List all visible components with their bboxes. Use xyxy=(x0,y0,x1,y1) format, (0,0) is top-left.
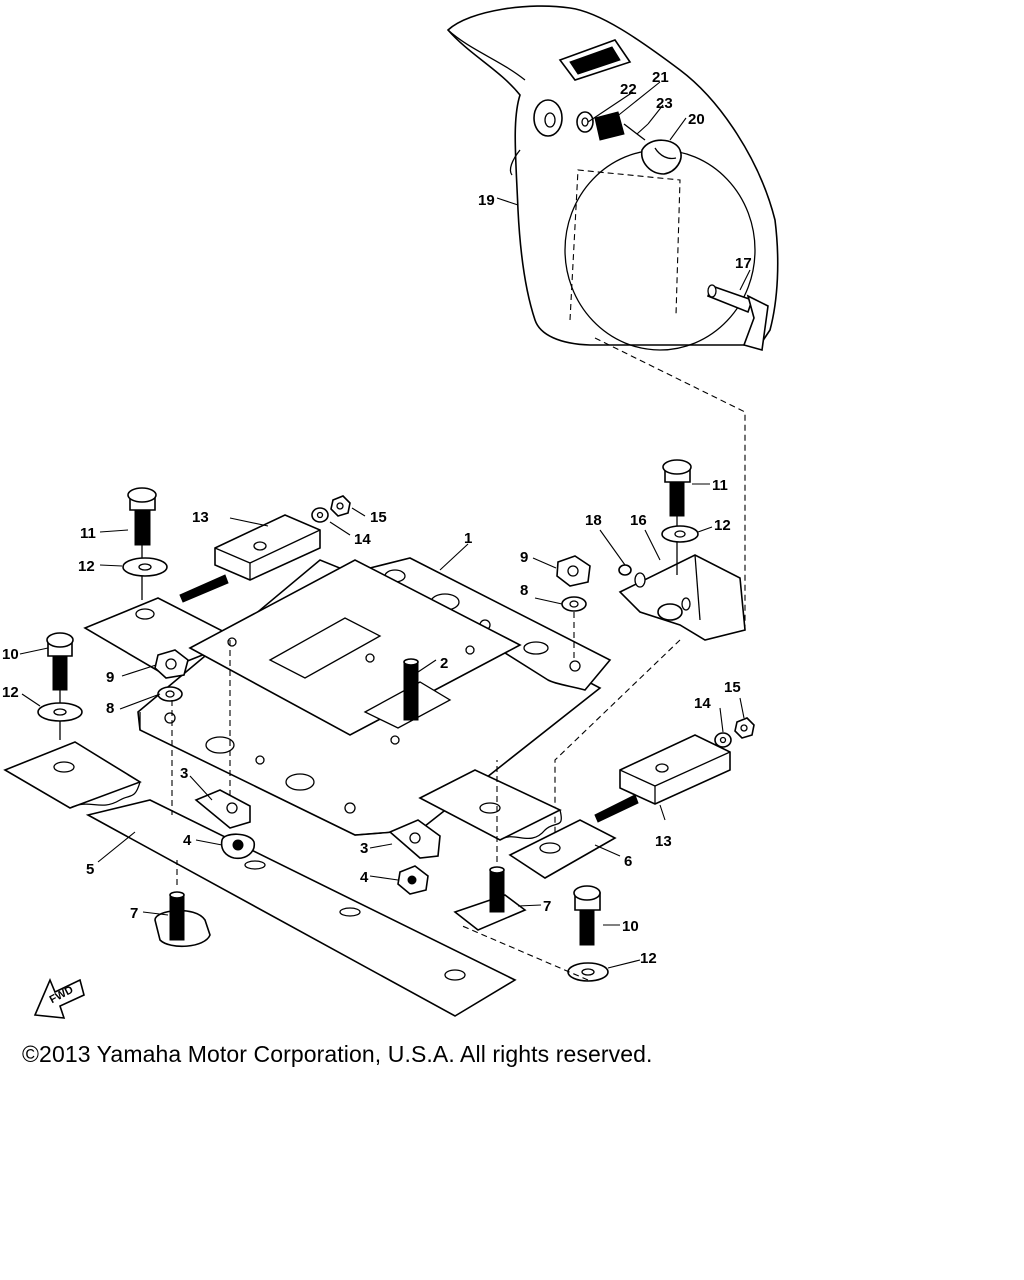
assembly-line xyxy=(594,337,746,630)
callout-21: 21 xyxy=(652,69,669,86)
clip-part-3-right xyxy=(388,819,441,859)
callout-1: 1 xyxy=(464,530,472,547)
assembly-line xyxy=(554,639,681,840)
stud-part-2 xyxy=(403,658,419,721)
callout-12: 12 xyxy=(78,558,95,575)
callout-11: 11 xyxy=(80,525,96,542)
callout-10: 10 xyxy=(622,918,639,935)
callout-9: 9 xyxy=(520,549,528,566)
strap-left xyxy=(3,741,142,809)
callout-10: 10 xyxy=(2,646,19,663)
washer-part-12 xyxy=(661,525,699,543)
bracket-part-16 xyxy=(618,554,746,641)
spring-part-21 xyxy=(594,111,625,141)
callout-7: 7 xyxy=(130,905,138,922)
callout-12: 12 xyxy=(2,684,19,701)
callout-13: 13 xyxy=(192,509,209,526)
callout-6: 6 xyxy=(624,853,632,870)
nut-part-9-right xyxy=(556,555,591,587)
callout-16: 16 xyxy=(630,512,647,529)
callout-12: 12 xyxy=(714,517,731,534)
callout-15: 15 xyxy=(724,679,741,696)
nut-part-9-left xyxy=(154,649,189,679)
callout-17: 17 xyxy=(735,255,752,272)
callout-3: 3 xyxy=(180,765,188,782)
nut-part-14-right xyxy=(714,732,732,748)
callout-4: 4 xyxy=(360,869,369,886)
callout-9: 9 xyxy=(106,669,114,686)
callout-8: 8 xyxy=(520,582,528,599)
strap-part-6 xyxy=(418,769,617,879)
stud-plate-part-7-right xyxy=(453,866,527,931)
callout-15: 15 xyxy=(370,509,387,526)
nut-part-15-right xyxy=(734,717,755,739)
callout-7: 7 xyxy=(543,898,551,915)
washer-part-12 xyxy=(37,702,83,722)
callout-8: 8 xyxy=(106,700,114,717)
callout-19: 19 xyxy=(478,192,495,209)
knob-part-20 xyxy=(640,139,682,175)
callout-20: 20 xyxy=(688,111,705,128)
assembly-line xyxy=(459,924,589,981)
grommet-part xyxy=(533,99,563,137)
plate-part-5 xyxy=(85,799,517,1017)
nut-part-14-left xyxy=(311,507,329,523)
forward-arrow-icon: FWD xyxy=(33,977,85,1019)
callout-18: 18 xyxy=(585,512,602,529)
callout-2: 2 xyxy=(440,655,448,672)
clip-part-3-left xyxy=(194,789,251,829)
clamp-part-13-right xyxy=(594,734,731,823)
washer-part-8-right xyxy=(561,596,587,612)
bolt-part-10-right xyxy=(573,885,601,946)
clamp-part-13-left xyxy=(179,514,321,603)
callout-22: 22 xyxy=(620,81,637,98)
bolt-part-11-right xyxy=(662,459,692,575)
leader-lines xyxy=(19,81,751,969)
nut-part-4-left xyxy=(220,833,256,860)
callout-3: 3 xyxy=(360,840,368,857)
nut-part-4-right xyxy=(397,865,429,895)
parts-diagram: FWD xyxy=(2,5,779,1019)
nameplate xyxy=(558,39,632,81)
cover-part-19 xyxy=(446,5,779,352)
callout-14: 14 xyxy=(354,531,371,548)
callout-labels: 1 2 3 3 4 4 5 6 7 7 8 8 9 9 10 10 11 11 … xyxy=(2,69,752,967)
callout-5: 5 xyxy=(86,861,94,878)
latch-part-17 xyxy=(706,284,769,352)
stud-plate-part-7-left xyxy=(154,891,211,948)
callout-13: 13 xyxy=(655,833,672,850)
washer-part-12 xyxy=(567,962,609,982)
washer-part-22 xyxy=(576,111,594,133)
callout-14: 14 xyxy=(694,695,711,712)
washer-part-12 xyxy=(122,557,168,577)
callout-23: 23 xyxy=(656,95,673,112)
callout-4: 4 xyxy=(183,832,192,849)
bolt-part-10-left xyxy=(46,632,74,740)
callout-12: 12 xyxy=(640,950,657,967)
pin-part-23 xyxy=(636,123,649,135)
copyright-notice: ©2013 Yamaha Motor Corporation, U.S.A. A… xyxy=(22,1041,653,1067)
frame-part-1 xyxy=(137,557,612,836)
bolt-part-11-left xyxy=(127,487,157,600)
nut-part-15-left xyxy=(330,495,351,517)
washer-part-8-left xyxy=(157,686,183,702)
callout-11: 11 xyxy=(712,477,728,494)
